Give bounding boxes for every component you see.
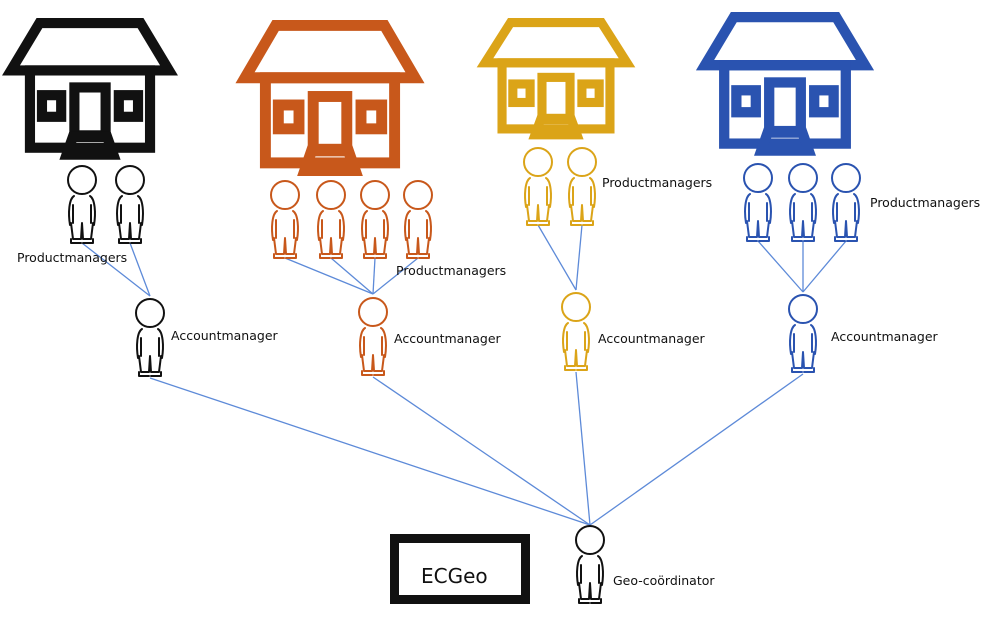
house-team-1: [2, 18, 178, 160]
pm-line-team-4-1: [757, 240, 804, 293]
pm-line-team-2-2: [330, 257, 374, 295]
accountmanager-icon-team-1: [135, 298, 165, 377]
productmanager-icon-team-4-2: [788, 163, 818, 242]
pm-line-team-3-2: [575, 224, 583, 291]
productmanager-icon-team-1-2: [115, 165, 145, 244]
pm-line-team-4-3: [802, 240, 847, 293]
productmanager-icon-team-4-1: [743, 163, 773, 242]
pm-line-team-1-1: [81, 242, 151, 297]
pm-line-team-2-1: [284, 257, 374, 295]
team-4-productmanagers-label: Productmanagers: [870, 195, 981, 210]
accountmanager-icon-team-3: [561, 292, 591, 371]
productmanager-icon-team-2-4: [403, 180, 433, 259]
team-4-accountmanager-label: Accountmanager: [831, 329, 938, 344]
house-team-3: [476, 18, 636, 140]
ecgeo-box: ECGeo: [390, 534, 530, 604]
team-1-productmanagers-label: Productmanagers: [17, 250, 128, 265]
house-team-2: [235, 20, 425, 176]
pm-line-team-1-2: [129, 242, 151, 297]
productmanager-icon-team-3-2: [567, 147, 597, 226]
productmanager-icon-team-3-1: [523, 147, 553, 226]
accountmanager-icon-team-4: [788, 294, 818, 373]
productmanager-icon-team-4-3: [831, 163, 861, 242]
am-line-team-4: [589, 373, 804, 526]
geo-coordinator-icon: [575, 525, 605, 604]
productmanager-icon-team-2-2: [316, 180, 346, 259]
am-line-team-3: [575, 371, 591, 526]
am-line-team-1: [149, 377, 591, 526]
geo-coordinator-label: Geo-coördinator: [613, 573, 715, 588]
productmanager-icon-team-2-3: [360, 180, 390, 259]
productmanager-icon-team-2-1: [270, 180, 300, 259]
pm-line-team-3-1: [537, 224, 577, 291]
house-team-4: [695, 12, 875, 156]
houses: [2, 12, 875, 176]
am-line-team-2: [372, 376, 591, 526]
ecgeo-label: ECGeo: [421, 564, 488, 588]
team-2-productmanagers-label: Productmanagers: [396, 263, 507, 278]
team-3-accountmanager-label: Accountmanager: [598, 331, 705, 346]
team-2-accountmanager-label: Accountmanager: [394, 331, 501, 346]
pm-line-team-2-4: [372, 257, 419, 295]
accountmanager-icon-team-2: [358, 297, 388, 376]
productmanager-icon-team-1-1: [67, 165, 97, 244]
people: [67, 147, 861, 604]
team-3-productmanagers-label: Productmanagers: [602, 175, 713, 190]
pm-line-team-2-3: [372, 257, 376, 295]
team-1-accountmanager-label: Accountmanager: [171, 328, 278, 343]
connector-lines: [81, 224, 847, 526]
